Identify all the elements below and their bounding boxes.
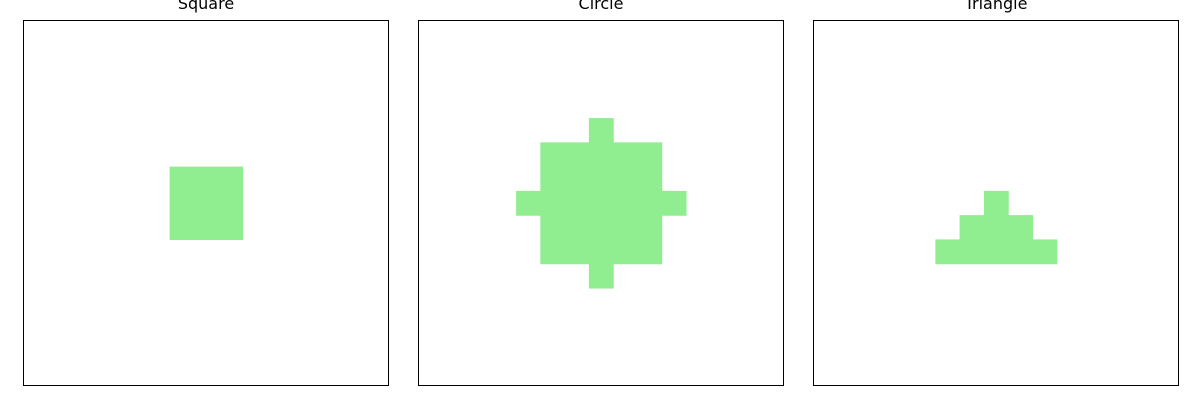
shape-cell bbox=[983, 190, 1009, 216]
panel-frame bbox=[23, 20, 389, 386]
shape-cell bbox=[935, 239, 961, 265]
triangle-shape bbox=[935, 190, 1058, 265]
shape-cell bbox=[637, 215, 663, 240]
shape-cell bbox=[169, 215, 195, 240]
shape-cell bbox=[540, 215, 566, 240]
shape-cell bbox=[540, 239, 566, 265]
shape-cell bbox=[193, 190, 219, 216]
shape-cell bbox=[540, 166, 566, 192]
shape-cell bbox=[613, 166, 638, 192]
shape-cell bbox=[564, 190, 590, 216]
shape-cell bbox=[218, 190, 243, 216]
shape-cell bbox=[588, 263, 614, 289]
shape-cell bbox=[588, 118, 614, 143]
panel-circle: Circle bbox=[418, 0, 784, 386]
panel-title: Square bbox=[177, 0, 235, 13]
panel-title: Triangle bbox=[964, 0, 1028, 13]
shape-cell bbox=[637, 142, 663, 168]
shape-cell bbox=[959, 239, 985, 265]
shape-cell bbox=[588, 190, 614, 216]
shape-cell bbox=[564, 142, 590, 168]
shape-cell bbox=[588, 166, 614, 192]
panel-frame bbox=[813, 20, 1179, 386]
shape-cell bbox=[564, 166, 590, 192]
shape-cell bbox=[983, 239, 1009, 265]
shape-cell bbox=[540, 190, 566, 216]
shape-cell bbox=[588, 215, 614, 240]
panel-square: Square bbox=[23, 0, 389, 386]
shape-cell bbox=[169, 166, 195, 192]
shape-canvas bbox=[169, 166, 243, 240]
shape-cell bbox=[588, 142, 614, 168]
shape-cell bbox=[613, 190, 638, 216]
shape-cell bbox=[637, 166, 663, 192]
shape-cell bbox=[1032, 239, 1058, 265]
shape-cell bbox=[613, 142, 638, 168]
shape-cell bbox=[637, 239, 663, 265]
shape-cell bbox=[588, 239, 614, 265]
shape-cell bbox=[218, 215, 243, 240]
panel-frame bbox=[418, 20, 784, 386]
shape-cell bbox=[540, 142, 566, 168]
square-shape bbox=[169, 166, 243, 240]
shape-cell bbox=[564, 239, 590, 265]
shape-cell bbox=[1008, 215, 1033, 240]
shape-canvas bbox=[935, 190, 1058, 265]
shape-cell bbox=[661, 190, 687, 216]
shape-cell bbox=[613, 239, 638, 265]
shape-cell bbox=[637, 190, 663, 216]
shape-canvas bbox=[516, 118, 687, 289]
panel-triangle: Triangle bbox=[813, 0, 1179, 386]
shape-cell bbox=[169, 190, 195, 216]
shape-cell bbox=[218, 166, 243, 192]
shape-cell bbox=[516, 190, 541, 216]
shape-cell bbox=[1008, 239, 1033, 265]
shape-cell bbox=[193, 166, 219, 192]
panel-title: Circle bbox=[578, 0, 624, 13]
shape-cell bbox=[613, 215, 638, 240]
shape-cell bbox=[564, 215, 590, 240]
shape-cell bbox=[193, 215, 219, 240]
shape-cell bbox=[959, 215, 985, 240]
circle-shape bbox=[516, 118, 687, 289]
shape-cell bbox=[983, 215, 1009, 240]
